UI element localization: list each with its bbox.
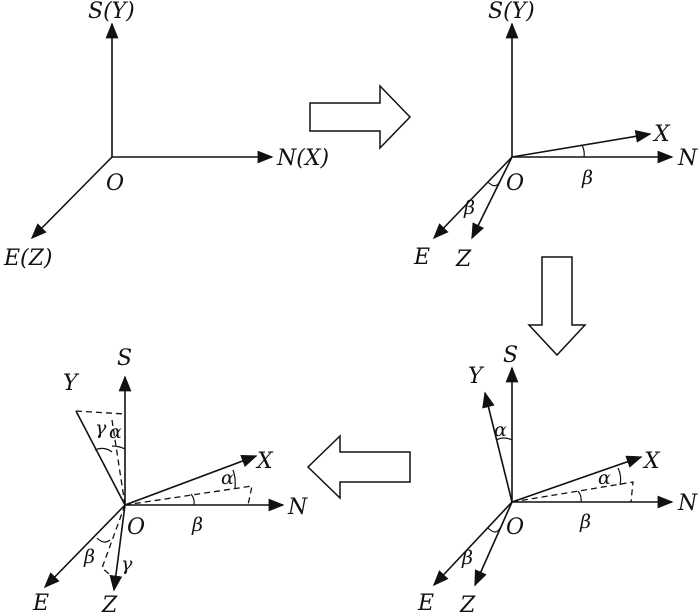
label-O: O (506, 515, 524, 540)
panel-rotate-gamma: S Y N X E Z O α α β β γ γ (32, 346, 308, 616)
label-Z: Z (459, 593, 476, 616)
down-arrow (527, 256, 587, 357)
panel-initial: S(Y) N(X) E(Z) O (3, 0, 329, 271)
label-X: X (255, 449, 274, 474)
label-Y: Y (63, 371, 80, 396)
label-O: O (127, 515, 145, 540)
label-N: N (677, 491, 698, 516)
label-N: N (677, 146, 698, 171)
label-alpha: α (221, 467, 234, 489)
label-E: E (32, 591, 49, 616)
label-E: E(Z) (3, 246, 53, 271)
panel-rotate-alpha: S Y N X E Z O α α β β (417, 343, 698, 616)
label-O: O (506, 171, 524, 196)
label-E: E (413, 245, 430, 270)
label-S: S(Y) (488, 0, 535, 24)
label-beta: β (463, 197, 475, 219)
label-beta: β (191, 514, 203, 536)
panel-rotate-beta: S(Y) N X E Z O β β (413, 0, 698, 272)
label-beta: β (579, 511, 591, 533)
label-O: O (106, 171, 124, 196)
label-E: E (417, 591, 434, 616)
label-alpha: α (494, 419, 507, 441)
label-X: X (642, 449, 661, 474)
label-beta: β (461, 547, 473, 569)
label-N: N(X) (276, 146, 329, 171)
label-alpha: α (598, 467, 611, 489)
label-S: S (503, 343, 518, 368)
label-beta: β (83, 546, 95, 568)
label-gamma: γ (95, 417, 107, 439)
label-Z: Z (455, 247, 472, 272)
label-S: S (117, 346, 132, 371)
label-Z: Z (101, 593, 118, 616)
label-Y: Y (468, 364, 485, 389)
label-alpha: α (109, 421, 122, 443)
right-arrow (309, 84, 412, 150)
label-beta: β (581, 167, 593, 189)
left-arrow (306, 434, 411, 500)
label-N: N (287, 495, 308, 520)
label-S: S(Y) (88, 0, 135, 24)
label-gamma: γ (121, 553, 133, 575)
label-X: X (652, 122, 671, 147)
